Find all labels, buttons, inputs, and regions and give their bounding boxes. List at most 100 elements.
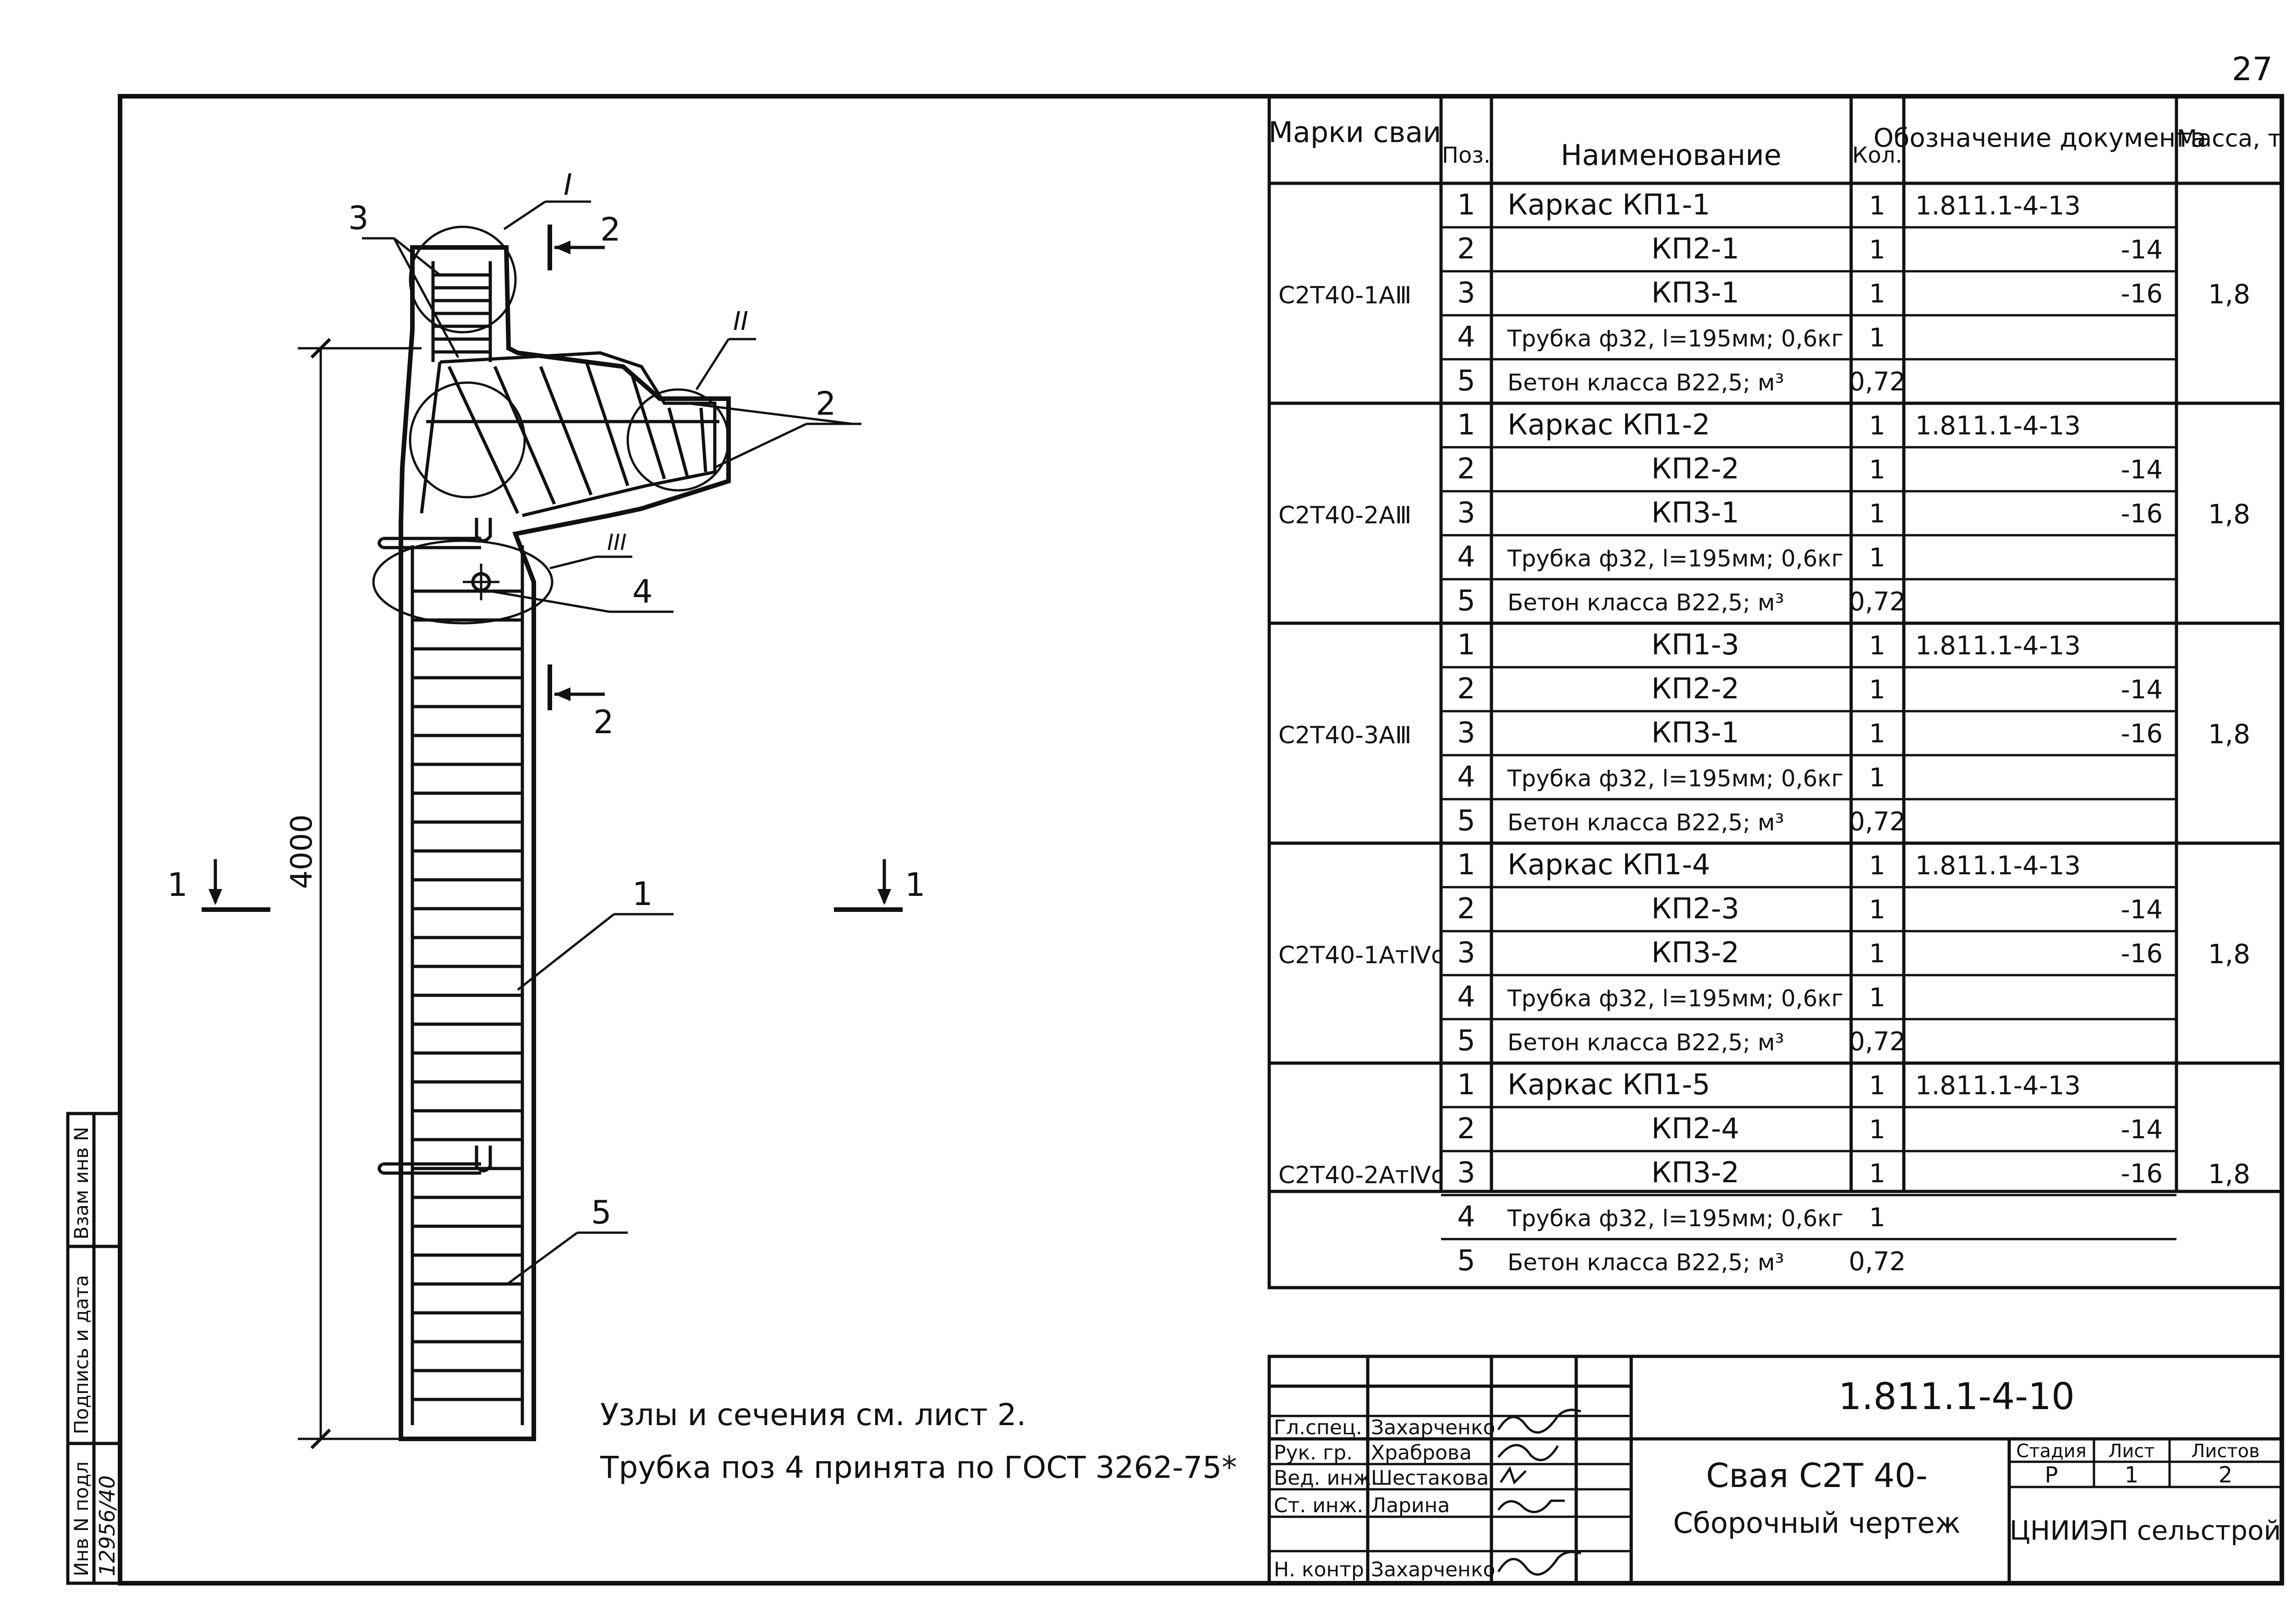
title-block: 1.811.1-4-10 Свая С2Т 40- Сборочный черт… bbox=[1267, 1355, 2284, 1585]
spec-cell-doc: 1.811.1-4-13 bbox=[1915, 411, 2081, 441]
spec-cell-doc: 1.811.1-4-13 bbox=[1915, 631, 2081, 661]
spec-cell-qty: 1 bbox=[1869, 1071, 1885, 1101]
spec-cell-qty: 1 bbox=[1869, 455, 1885, 485]
section-1-left-label: 1 bbox=[167, 866, 188, 904]
header-mass: Масса, т bbox=[2176, 125, 2281, 153]
spec-cell-qty: 1 bbox=[1869, 235, 1885, 265]
spec-cell-doc: -16 bbox=[2121, 719, 2163, 749]
spec-cell-name: КП3-1 bbox=[1651, 496, 1739, 529]
spec-cell-pos: 4 bbox=[1457, 540, 1475, 573]
shaft-stirrups bbox=[412, 589, 522, 1401]
spec-cell-pos: 2 bbox=[1457, 1112, 1475, 1145]
header-doc: Обозначение документа bbox=[1874, 123, 2207, 153]
callout-1: 1 bbox=[632, 875, 653, 913]
side-stamp: Взам инв N Подпись и дата Инв N подл 129… bbox=[66, 1112, 122, 1585]
pile-outline bbox=[399, 245, 731, 1441]
spec-cell-pos: 2 bbox=[1457, 672, 1475, 705]
spec-cell-name: Бетон класса В22,5; м³ bbox=[1507, 809, 1784, 836]
spec-table: Марки сваи Поз. Наименование Кол. Обозна… bbox=[1267, 94, 2284, 1289]
node-circle-III bbox=[372, 539, 554, 625]
pile-mass: 1,8 bbox=[2208, 719, 2250, 750]
spec-cell-name: КП1-3 bbox=[1651, 628, 1739, 661]
spec-cell-pos: 3 bbox=[1457, 1156, 1475, 1189]
person-name-4: Ларина bbox=[1371, 1494, 1450, 1517]
spec-cell-name: КП3-2 bbox=[1651, 936, 1739, 969]
section-2-bottom-label: 2 bbox=[593, 703, 614, 741]
callout-4: 4 bbox=[632, 573, 653, 610]
spec-cell-pos: 5 bbox=[1457, 584, 1475, 617]
spec-cell-name: Каркас КП1-5 bbox=[1507, 1068, 1710, 1101]
side-stamp-inv-value: 12956/40 bbox=[95, 1476, 120, 1576]
organization: ЦНИИЭП сельстрой bbox=[2010, 1515, 2281, 1546]
sheet-label: Лист bbox=[2108, 1441, 2154, 1462]
spec-cell-pos: 5 bbox=[1457, 804, 1475, 837]
spec-cell-name: КП2-4 bbox=[1651, 1112, 1739, 1145]
signature-5 bbox=[1497, 1551, 1581, 1576]
spec-cell-doc: 1.811.1-4-13 bbox=[1915, 1071, 2081, 1101]
sheets-label: Листов bbox=[2191, 1441, 2259, 1462]
person-name-3: Шестакова bbox=[1371, 1466, 1489, 1490]
spec-cell-qty: 1 bbox=[1869, 763, 1885, 793]
spec-cell-pos: 1 bbox=[1457, 408, 1475, 441]
pile-mark: С2Т40-1АⅢ bbox=[1278, 282, 1412, 309]
spec-cell-name: КП3-1 bbox=[1651, 276, 1739, 309]
spec-cell-doc: -14 bbox=[2121, 1115, 2163, 1145]
node-circle-II bbox=[626, 388, 730, 492]
spec-cell-name: КП3-2 bbox=[1651, 1156, 1739, 1189]
spec-cell-name: КП3-1 bbox=[1651, 716, 1739, 749]
spec-cell-pos: 4 bbox=[1457, 320, 1475, 353]
spec-cell-name: Трубка ф32, l=195мм; 0,6кг bbox=[1507, 1205, 1843, 1232]
header-qty: Кол. bbox=[1852, 143, 1902, 168]
spec-cell-qty: 1 bbox=[1869, 631, 1885, 661]
spec-cell-pos: 5 bbox=[1457, 364, 1475, 397]
node-circle-I-lower bbox=[409, 381, 526, 499]
person-name-2: Храброва bbox=[1371, 1441, 1472, 1465]
spec-cell-pos: 5 bbox=[1457, 1244, 1475, 1277]
signature-4 bbox=[1497, 1499, 1565, 1513]
spec-cell-qty: 1 bbox=[1869, 543, 1885, 573]
spec-cell-name: Бетон класса В22,5; м³ bbox=[1507, 589, 1784, 616]
spec-cell-qty: 1 bbox=[1869, 279, 1885, 309]
spec-cell-pos: 1 bbox=[1457, 848, 1475, 881]
spec-cell-name: КП2-1 bbox=[1651, 232, 1739, 265]
side-stamp-inv-podl: Инв N подл bbox=[70, 1461, 93, 1576]
spec-cell-qty: 1 bbox=[1869, 675, 1885, 705]
side-stamp-podpis: Подпись и дата bbox=[70, 1275, 93, 1434]
spec-cell-pos: 2 bbox=[1457, 452, 1475, 485]
page-number: 27 bbox=[2232, 50, 2273, 88]
spec-cell-pos: 3 bbox=[1457, 496, 1475, 529]
spec-cell-name: КП2-2 bbox=[1651, 452, 1739, 485]
spec-cell-qty: 1 bbox=[1869, 1203, 1885, 1233]
spec-cell-qty: 1 bbox=[1869, 191, 1885, 221]
person-name-5: Захарченко bbox=[1371, 1558, 1495, 1581]
spec-cell-pos: 1 bbox=[1457, 1068, 1475, 1101]
title-line-1: Свая С2Т 40- bbox=[1706, 1456, 1928, 1495]
spec-cell-name: Трубка ф32, l=195мм; 0,6кг bbox=[1507, 765, 1843, 792]
spec-cell-name: Бетон класса В22,5; м³ bbox=[1507, 1249, 1784, 1276]
spec-cell-qty: 1 bbox=[1869, 1159, 1885, 1189]
pile-mass: 1,8 bbox=[2208, 499, 2250, 530]
spec-cell-doc: -14 bbox=[2121, 455, 2163, 485]
doc-code: 1.811.1-4-10 bbox=[1838, 1375, 2075, 1418]
note-line-2: Трубка поз 4 принята по ГОСТ 3262-75* bbox=[600, 1450, 1237, 1485]
signature-1 bbox=[1497, 1409, 1581, 1434]
spec-cell-qty: 0,72 bbox=[1849, 1247, 1906, 1277]
section-1-right-label: 1 bbox=[905, 866, 926, 904]
node-label-III: III bbox=[607, 530, 626, 555]
callout-2: 2 bbox=[816, 385, 836, 422]
header-pos: Поз. bbox=[1442, 143, 1491, 168]
callout-5: 5 bbox=[591, 1194, 612, 1231]
pile-mass: 1,8 bbox=[2208, 938, 2250, 970]
side-stamp-vzam: Взам инв N bbox=[70, 1127, 93, 1240]
spec-cell-qty: 1 bbox=[1869, 895, 1885, 925]
node-label-II: II bbox=[733, 307, 748, 336]
sheets-value: 2 bbox=[2219, 1462, 2233, 1488]
spec-cell-qty: 1 bbox=[1869, 323, 1885, 353]
spec-cell-doc: -14 bbox=[2121, 675, 2163, 705]
spec-cell-name: Бетон класса В22,5; м³ bbox=[1507, 1029, 1784, 1056]
spec-cell-qty: 1 bbox=[1869, 499, 1885, 529]
person-role-5: Н. контр. bbox=[1274, 1558, 1370, 1581]
pile-mark: С2Т40-2АтⅣс bbox=[1278, 1162, 1444, 1189]
spec-cell-pos: 1 bbox=[1457, 628, 1475, 661]
spec-cell-name: Бетон класса В22,5; м³ bbox=[1507, 369, 1784, 396]
